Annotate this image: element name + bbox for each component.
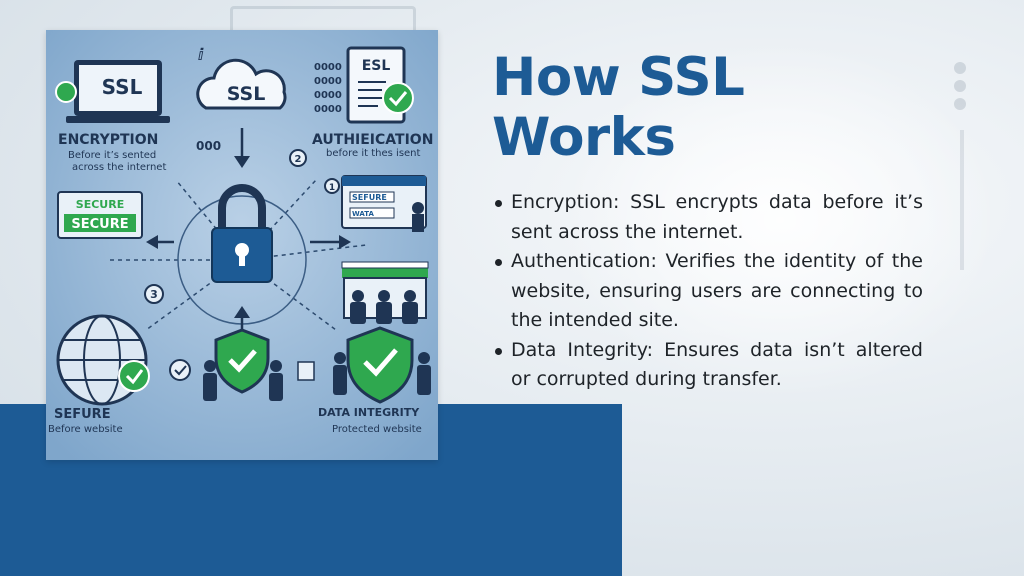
svg-text:ⅈ: ⅈ (198, 45, 204, 64)
document-icon: ESL (346, 46, 414, 124)
svg-text:SECURE: SECURE (71, 217, 128, 232)
svg-text:0000: 0000 (314, 104, 342, 115)
svg-text:WATA: WATA (352, 210, 375, 218)
padlock-icon (211, 184, 273, 283)
page-title: How SSL Works (492, 47, 745, 168)
background-frame (230, 6, 416, 35)
svg-text:across the internet: across the internet (72, 162, 166, 173)
background-dots (954, 62, 968, 116)
svg-text:DATA INTEGRITY: DATA INTEGRITY (318, 406, 420, 419)
laptop-icon: SSL (55, 60, 170, 123)
shield-check-icon (333, 326, 431, 404)
svg-text:Before website: Before website (48, 424, 123, 435)
svg-text:ESL: ESL (362, 58, 391, 74)
svg-text:Protected website: Protected website (332, 424, 422, 435)
shield-check-icon (203, 328, 283, 401)
bullet-list: Encryption: SSL encrypts data before it’… (493, 188, 923, 395)
svg-text:0000: 0000 (314, 90, 342, 101)
svg-text:0000: 0000 (314, 76, 342, 87)
svg-text:1: 1 (329, 183, 335, 193)
svg-text:before it thes isent: before it thes isent (326, 148, 421, 159)
svg-text:000: 000 (196, 139, 221, 153)
svg-text:3: 3 (150, 288, 158, 301)
bullet-data-integrity: Data Integrity: Ensures data isn’t alter… (493, 336, 923, 395)
globe-icon (56, 314, 150, 406)
background-glow (560, 40, 1000, 400)
browser-window-icon: SEFURE WATA (341, 175, 427, 232)
svg-text:AUTHIEICATION: AUTHIEICATION (312, 132, 433, 148)
svg-text:SSL: SSL (227, 83, 266, 105)
svg-text:SEFURE: SEFURE (352, 193, 387, 202)
svg-text:SECURE: SECURE (76, 198, 124, 211)
background-pole (960, 130, 964, 270)
svg-text:SSL: SSL (102, 75, 143, 99)
title-line-2: Works (492, 107, 676, 168)
cloud-icon: SSL (196, 58, 287, 110)
secure-tag: SECURE SECURE (57, 191, 143, 239)
svg-text:2: 2 (295, 154, 302, 165)
svg-text:Before it’s sented: Before it’s sented (68, 150, 156, 161)
ssl-illustration: SSL SSL ESL 0000 0000 0000 0000 000 ENCR… (46, 30, 438, 460)
svg-text:SEFURE: SEFURE (54, 407, 111, 422)
title-line-1: How SSL (492, 47, 745, 108)
bullet-authentication: Authentication: Verifies the identity of… (493, 247, 923, 336)
svg-text:0000: 0000 (314, 62, 342, 73)
bullet-encryption: Encryption: SSL encrypts data before it’… (493, 188, 923, 247)
svg-text:ENCRYPTION: ENCRYPTION (58, 132, 158, 148)
storefront-icon (341, 261, 429, 324)
